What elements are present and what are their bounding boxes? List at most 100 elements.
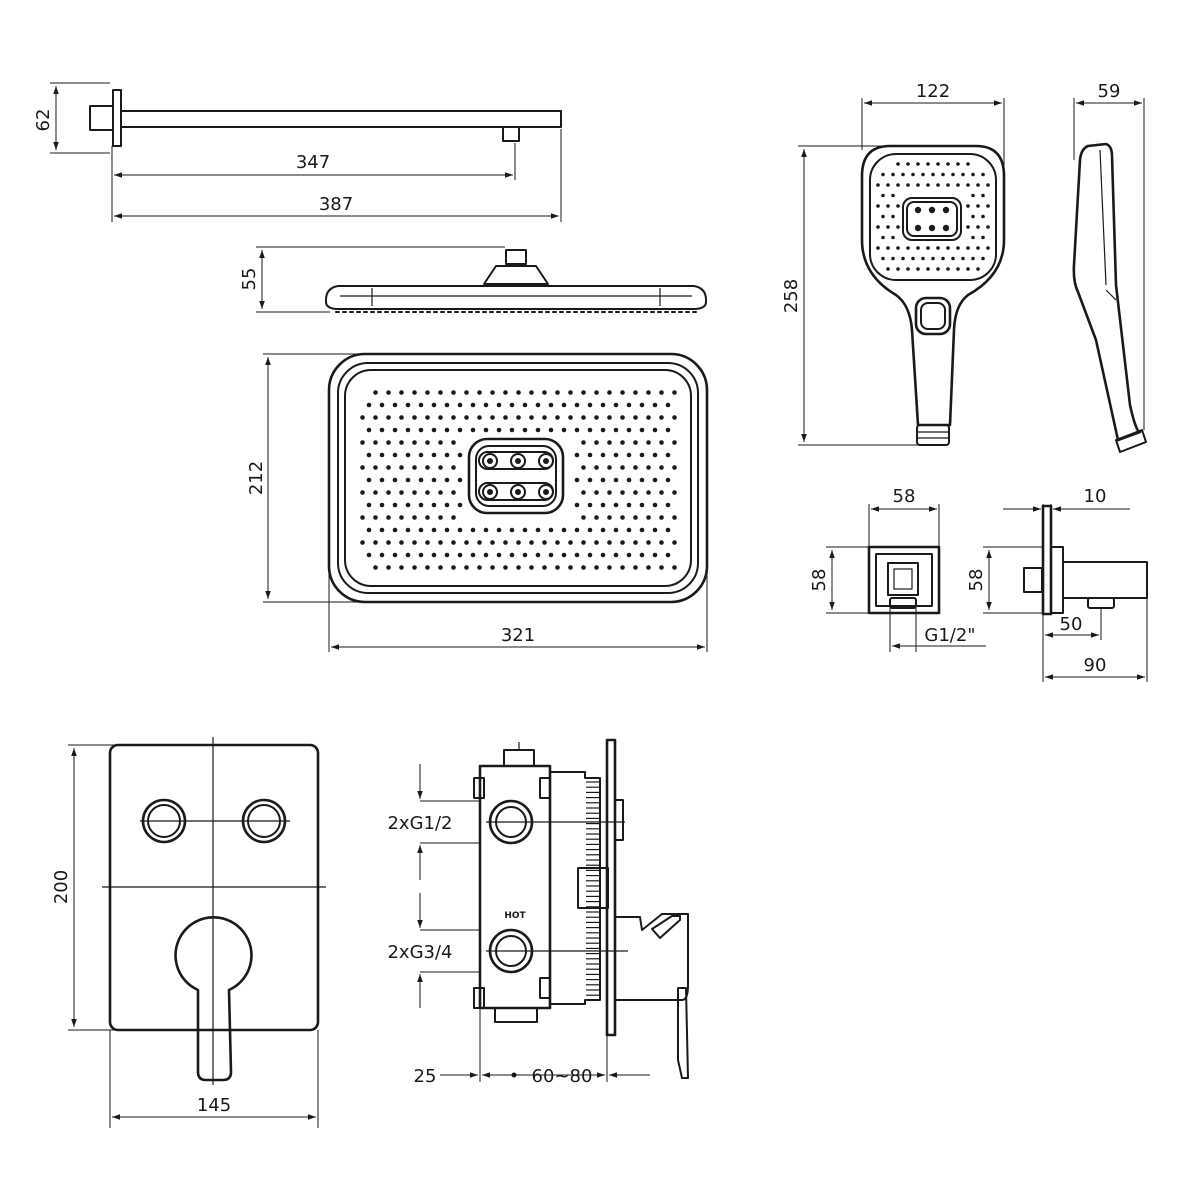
nozzle xyxy=(412,540,417,545)
nozzle xyxy=(529,415,534,420)
arm-wall-block xyxy=(89,105,114,131)
nozzle xyxy=(490,540,495,545)
head-center-jet-frame xyxy=(467,437,565,515)
nozzle xyxy=(522,427,528,433)
nozzle xyxy=(881,172,885,177)
jet-nozzle xyxy=(482,484,498,500)
nozzle xyxy=(620,440,625,445)
hand-body-outline xyxy=(860,144,1006,427)
nozzle xyxy=(483,427,489,433)
jet-nozzle xyxy=(482,453,498,469)
nozzle xyxy=(966,183,970,187)
nozzle xyxy=(392,452,398,458)
nozzle xyxy=(956,183,960,187)
nozzle xyxy=(392,427,398,433)
nozzle xyxy=(490,565,495,570)
jet-nozzle-core xyxy=(543,458,549,464)
nozzle xyxy=(594,465,599,470)
nozzle xyxy=(522,527,528,533)
nozzle xyxy=(876,246,880,250)
nozzle xyxy=(946,246,950,250)
nozzle xyxy=(600,527,606,533)
nozzle xyxy=(405,552,411,558)
nozzle xyxy=(451,390,456,395)
nozzle xyxy=(976,183,980,187)
nozzle xyxy=(936,246,940,250)
nozzle xyxy=(561,552,567,558)
nozzle xyxy=(581,515,586,520)
body-cartridge-housing xyxy=(549,771,601,1005)
dim-body-depth: 25 xyxy=(414,1066,437,1087)
nozzle xyxy=(626,427,632,433)
nozzle xyxy=(633,390,638,395)
nozzle xyxy=(516,565,521,570)
nozzle xyxy=(431,477,437,483)
nozzle xyxy=(639,427,645,433)
nozzle xyxy=(444,427,450,433)
nozzle xyxy=(438,565,443,570)
nozzle xyxy=(457,452,463,458)
nozzle xyxy=(620,515,625,520)
nozzle xyxy=(672,540,677,545)
hand-nozzle-grid xyxy=(876,162,990,271)
nozzle xyxy=(886,246,890,250)
nozzle xyxy=(659,540,664,545)
nozzle xyxy=(633,565,638,570)
nozzle xyxy=(438,415,443,420)
nozzle xyxy=(509,552,515,558)
nozzle xyxy=(555,415,560,420)
nozzle xyxy=(529,390,534,395)
nozzle xyxy=(896,204,900,208)
jet-nozzle xyxy=(538,453,554,469)
nozzle xyxy=(613,427,619,433)
jet-nozzle-core xyxy=(543,489,549,495)
nozzle xyxy=(986,204,990,208)
nozzle xyxy=(652,452,658,458)
nozzle xyxy=(529,540,534,545)
nozzle xyxy=(568,540,573,545)
head-outer-rim xyxy=(327,352,709,604)
nozzle xyxy=(891,256,895,261)
nozzle xyxy=(451,465,456,470)
dim-inlet-bottom: 2xG3/4 xyxy=(387,942,452,963)
nozzle xyxy=(366,427,372,433)
nozzle xyxy=(503,390,508,395)
dim-mixer-width: 145 xyxy=(197,1095,231,1116)
nozzle xyxy=(976,246,980,250)
nozzle xyxy=(891,235,895,240)
nozzle xyxy=(941,256,945,261)
nozzle xyxy=(574,402,580,408)
wall-outlet-front-view: 58 58 G1/2" xyxy=(809,486,986,652)
nozzle xyxy=(594,490,599,495)
nozzle xyxy=(574,427,580,433)
nozzle xyxy=(379,527,385,533)
arm-tube xyxy=(120,110,562,128)
nozzle xyxy=(373,515,378,520)
nozzle xyxy=(956,246,960,250)
nozzle xyxy=(360,440,365,445)
nozzle xyxy=(665,427,671,433)
nozzle xyxy=(483,552,489,558)
arm-wall-flange xyxy=(112,89,122,147)
dim-outlet-projection: 90 xyxy=(1084,655,1107,676)
nozzle xyxy=(360,415,365,420)
nozzle xyxy=(418,452,424,458)
nozzle xyxy=(581,465,586,470)
nozzle xyxy=(981,193,985,198)
nozzle xyxy=(438,515,443,520)
nozzle xyxy=(587,402,593,408)
nozzle xyxy=(876,204,880,208)
nozzle xyxy=(438,465,443,470)
nozzle xyxy=(613,477,619,483)
nozzle xyxy=(392,552,398,558)
nozzle xyxy=(672,515,677,520)
nozzle xyxy=(881,256,885,261)
nozzle xyxy=(464,565,469,570)
nozzle xyxy=(535,402,541,408)
nozzle xyxy=(444,502,450,508)
nozzle xyxy=(594,390,599,395)
nozzle xyxy=(916,162,920,166)
nozzle xyxy=(477,540,482,545)
nozzle xyxy=(574,527,580,533)
nozzle xyxy=(981,256,985,261)
